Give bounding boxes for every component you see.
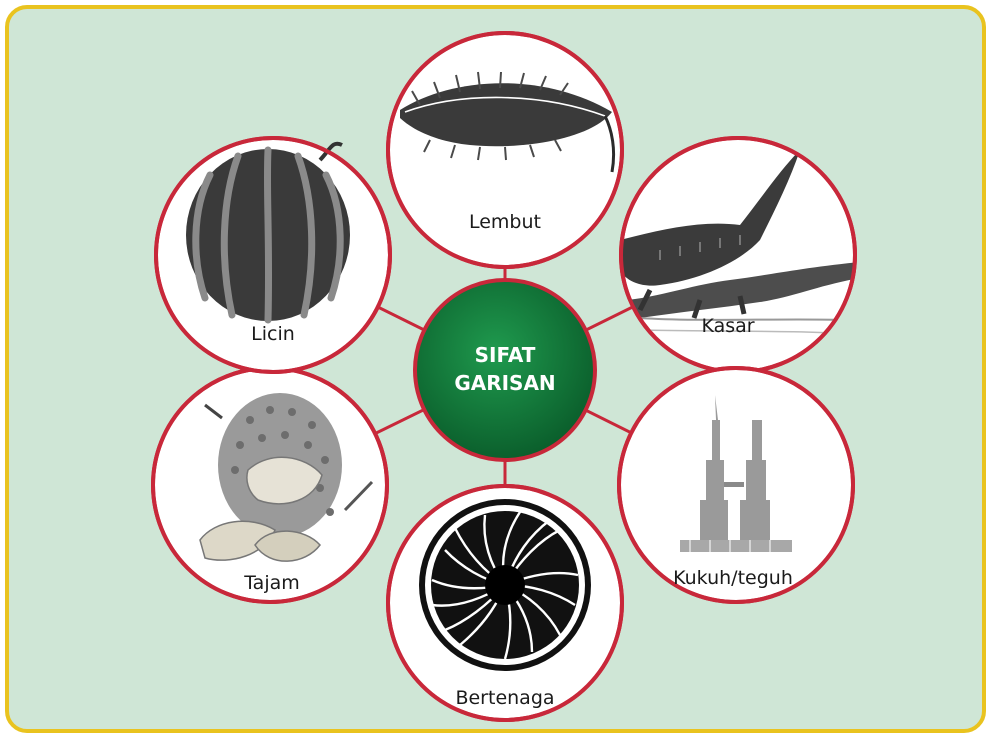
center-title-line1: SIFAT — [475, 343, 536, 367]
label-tajam: Tajam — [243, 572, 300, 594]
label-bertenaga: Bertenaga — [455, 687, 554, 709]
node-licin: Licin — [156, 138, 390, 372]
node-lembut: Lembut — [388, 33, 622, 267]
turbine-icon — [419, 499, 591, 671]
center-title-line2: GARISAN — [454, 371, 555, 395]
node-kukuh: Kukuh/teguh — [619, 368, 853, 602]
node-kasar: Kasar — [620, 138, 860, 372]
label-lembut: Lembut — [469, 211, 541, 233]
node-bertenaga: Bertenaga — [388, 486, 622, 720]
center-node: SIFAT GARISAN — [415, 280, 595, 460]
label-licin: Licin — [251, 323, 295, 345]
label-kukuh: Kukuh/teguh — [673, 567, 793, 589]
node-tajam: Tajam — [153, 368, 387, 602]
label-kasar: Kasar — [701, 315, 754, 337]
